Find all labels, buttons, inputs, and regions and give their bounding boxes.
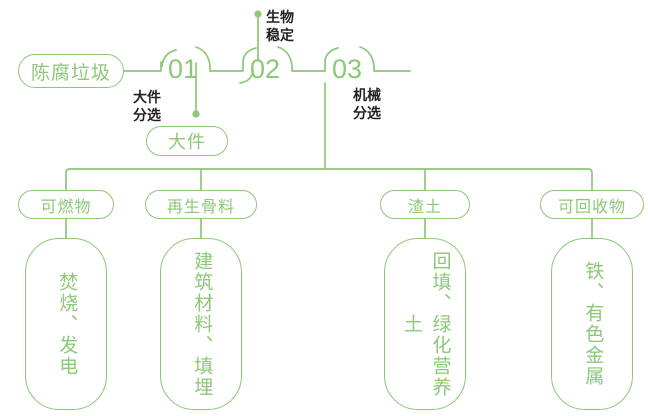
usebox-recyclables[interactable]: 铁、有色金属 bbox=[551, 238, 633, 410]
pill-category-residual-soil[interactable]: 渣土 bbox=[380, 190, 470, 219]
annotation-bio-stable: 生物 稳定 bbox=[266, 8, 294, 45]
usebox-residual-soil-text: 回填、绿化营养土 bbox=[401, 250, 451, 398]
stage-number-01-label: 01 bbox=[168, 54, 199, 84]
annotation-bio-stable-line2: 稳定 bbox=[266, 27, 294, 44]
pill-bulky-output-label: 大件 bbox=[168, 132, 206, 152]
usebox-residual-soil[interactable]: 回填、绿化营养土 bbox=[384, 238, 466, 410]
stage-number-01[interactable]: 01 bbox=[168, 54, 198, 85]
bus-bar bbox=[65, 168, 593, 187]
dot-bio-stable bbox=[254, 10, 262, 18]
arc-03-right-tail bbox=[359, 46, 411, 72]
pill-category-recycled-aggregate[interactable]: 再生骨料 bbox=[145, 190, 257, 219]
pill-bulky-output[interactable]: 大件 bbox=[146, 126, 228, 156]
pill-category-recyclables[interactable]: 可回收物 bbox=[540, 190, 644, 219]
annotation-mechanical-sorting-line1: 机械 bbox=[353, 87, 381, 103]
arc-01-right-to-02 bbox=[195, 46, 244, 72]
pill-category-combustible-label: 可燃物 bbox=[40, 198, 92, 216]
stage-number-02[interactable]: 02 bbox=[250, 54, 280, 85]
annotation-bulky-sorting-line2: 分选 bbox=[133, 107, 161, 124]
annotation-bio-stable-line1: 生物 bbox=[266, 9, 294, 25]
usebox-recyclables-text: 铁、有色金属 bbox=[582, 261, 604, 387]
pill-category-recycled-aggregate-label: 再生骨料 bbox=[166, 198, 235, 216]
annotation-mechanical-sorting: 机械 分选 bbox=[353, 86, 381, 123]
usebox-recycled-aggregate[interactable]: 建筑材料、填埋 bbox=[160, 238, 242, 410]
usebox-recycled-aggregate-text: 建筑材料、填埋 bbox=[191, 250, 213, 398]
pill-category-combustible[interactable]: 可燃物 bbox=[18, 190, 114, 219]
pill-source-label: 陈腐垃圾 bbox=[30, 62, 111, 84]
stage-number-03[interactable]: 03 bbox=[332, 54, 362, 85]
usebox-combustible-text: 焚烧、发电 bbox=[56, 271, 78, 377]
pill-category-residual-soil-label: 渣土 bbox=[407, 198, 442, 216]
stage-number-02-label: 02 bbox=[250, 54, 281, 84]
annotation-bulky-sorting-line1: 大件 bbox=[133, 89, 161, 105]
stage-number-03-label: 03 bbox=[332, 54, 363, 84]
annotation-mechanical-sorting-line2: 分选 bbox=[353, 105, 381, 122]
wire-source-to-01 bbox=[123, 61, 162, 72]
usebox-combustible[interactable]: 焚烧、发电 bbox=[25, 238, 107, 410]
pill-source[interactable]: 陈腐垃圾 bbox=[18, 54, 124, 88]
arc-02-right-to-03 bbox=[277, 46, 326, 72]
pill-category-recyclables-label: 可回收物 bbox=[557, 198, 626, 216]
dot-bulky bbox=[192, 110, 200, 118]
annotation-bulky-sorting: 大件 分选 bbox=[133, 88, 161, 125]
